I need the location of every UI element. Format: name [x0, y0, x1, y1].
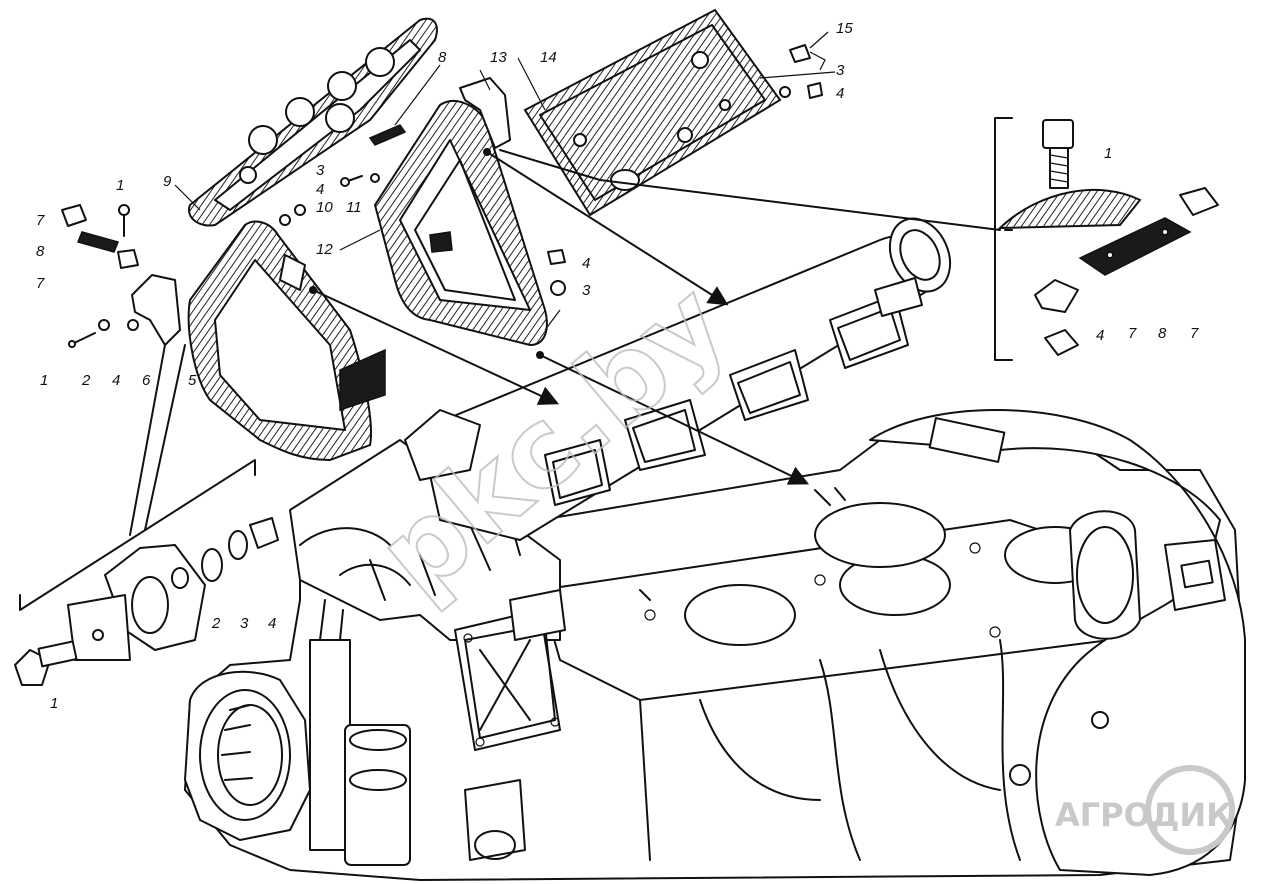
callout-4-right: 4: [582, 255, 590, 272]
callout-7-detail-b: 7: [1190, 325, 1199, 342]
callout-1-lower: 1: [50, 695, 58, 712]
callout-7-b: 7: [36, 275, 45, 292]
logo: АГРОДИК: [1055, 765, 1235, 855]
callout-11: 11: [346, 199, 362, 216]
callout-7-detail-a: 7: [1128, 325, 1137, 342]
callout-2-lower: 2: [211, 615, 221, 632]
callout-14: 14: [540, 49, 557, 66]
callout-10: 10: [316, 199, 333, 216]
callout-3-right: 3: [582, 282, 591, 299]
hardware-mid: [279, 44, 826, 296]
part-9-gasket: [188, 17, 438, 227]
callout-4-lower: 4: [268, 615, 276, 632]
logo-text: АГРОДИК: [1055, 796, 1232, 834]
callout-1-left: 1: [40, 372, 48, 389]
callout-labels: 15 14 13 8 3 4 9 3 4 10 11 12 4 3 1 7 8 …: [36, 20, 1199, 712]
hardware-upper-left: [61, 204, 181, 348]
leader-lines: [129, 31, 1001, 536]
callout-12: 12: [316, 241, 333, 258]
callout-4-left: 4: [112, 372, 120, 389]
intake-manifold: [404, 217, 952, 541]
callout-9: 9: [163, 173, 172, 190]
callout-1-detail: 1: [1104, 145, 1112, 162]
callout-5: 5: [188, 372, 197, 389]
callout-4-mid: 4: [316, 181, 324, 198]
callout-8-left: 8: [36, 243, 45, 260]
part-8-upper-strip: [368, 124, 407, 146]
part-13-bracket: [459, 77, 511, 149]
callout-2-left: 2: [81, 372, 91, 389]
callout-3-lower: 3: [240, 615, 249, 632]
callout-13: 13: [490, 49, 507, 66]
callout-6: 6: [142, 372, 151, 389]
callout-8-upper: 8: [438, 49, 447, 66]
part-14-plate: [523, 8, 782, 217]
callout-15: 15: [836, 20, 853, 37]
detail-box-right: [994, 117, 1219, 361]
callout-1-upperleft: 1: [116, 177, 124, 194]
callout-3-upper: 3: [836, 62, 845, 79]
callout-4-detail: 4: [1096, 327, 1104, 344]
part-12-intake-cover: [373, 100, 548, 347]
callout-4-upper: 4: [836, 85, 844, 102]
callout-8-detail: 8: [1158, 325, 1167, 342]
detail-box-lower-left: [14, 459, 279, 686]
callout-7-a: 7: [36, 212, 45, 229]
engine-block: [184, 409, 1246, 881]
callout-3-mid: 3: [316, 162, 325, 179]
part-5-cover-plate: [187, 220, 386, 462]
